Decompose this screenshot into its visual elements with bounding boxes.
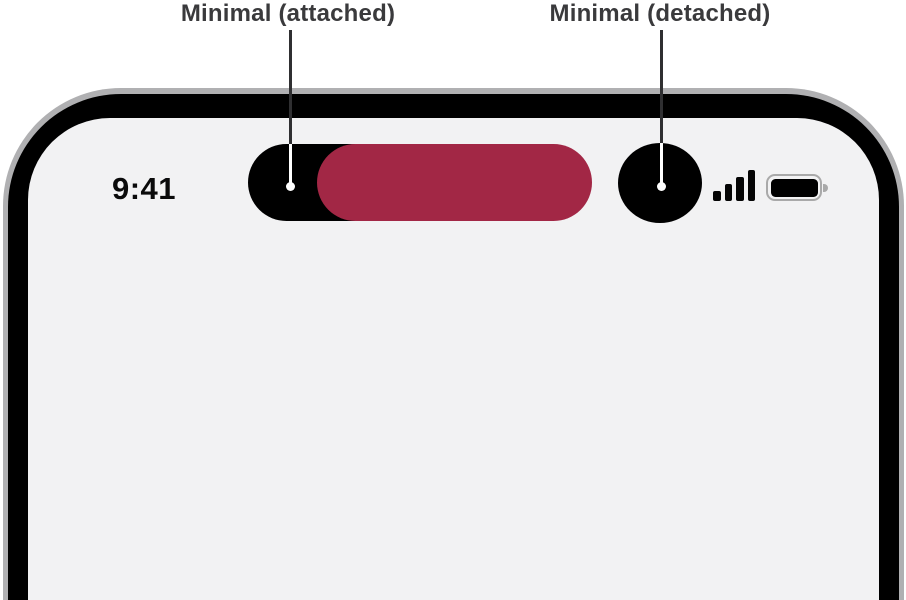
callout-label-minimal-detached: Minimal (detached) <box>549 0 771 27</box>
battery-nub <box>823 184 828 192</box>
battery-fill <box>770 178 818 197</box>
leader-line-detached-dark <box>659 30 663 143</box>
signal-bar <box>747 170 755 201</box>
signal-bar <box>713 191 721 201</box>
live-activity-attached-red-pill[interactable] <box>317 144 592 221</box>
leader-line-attached-dark <box>289 30 292 144</box>
callout-label-minimal-attached: Minimal (attached) <box>180 0 396 27</box>
leader-dot-detached <box>657 182 666 191</box>
battery-icon <box>766 174 822 201</box>
signal-bar <box>736 177 744 201</box>
signal-bar <box>724 184 732 201</box>
leader-line-attached-white <box>289 144 292 186</box>
leader-dot-attached <box>286 182 295 191</box>
leader-line-detached-white <box>659 143 663 186</box>
cellular-signal-icon <box>713 170 758 201</box>
status-bar-time: 9:41 <box>111 171 177 206</box>
